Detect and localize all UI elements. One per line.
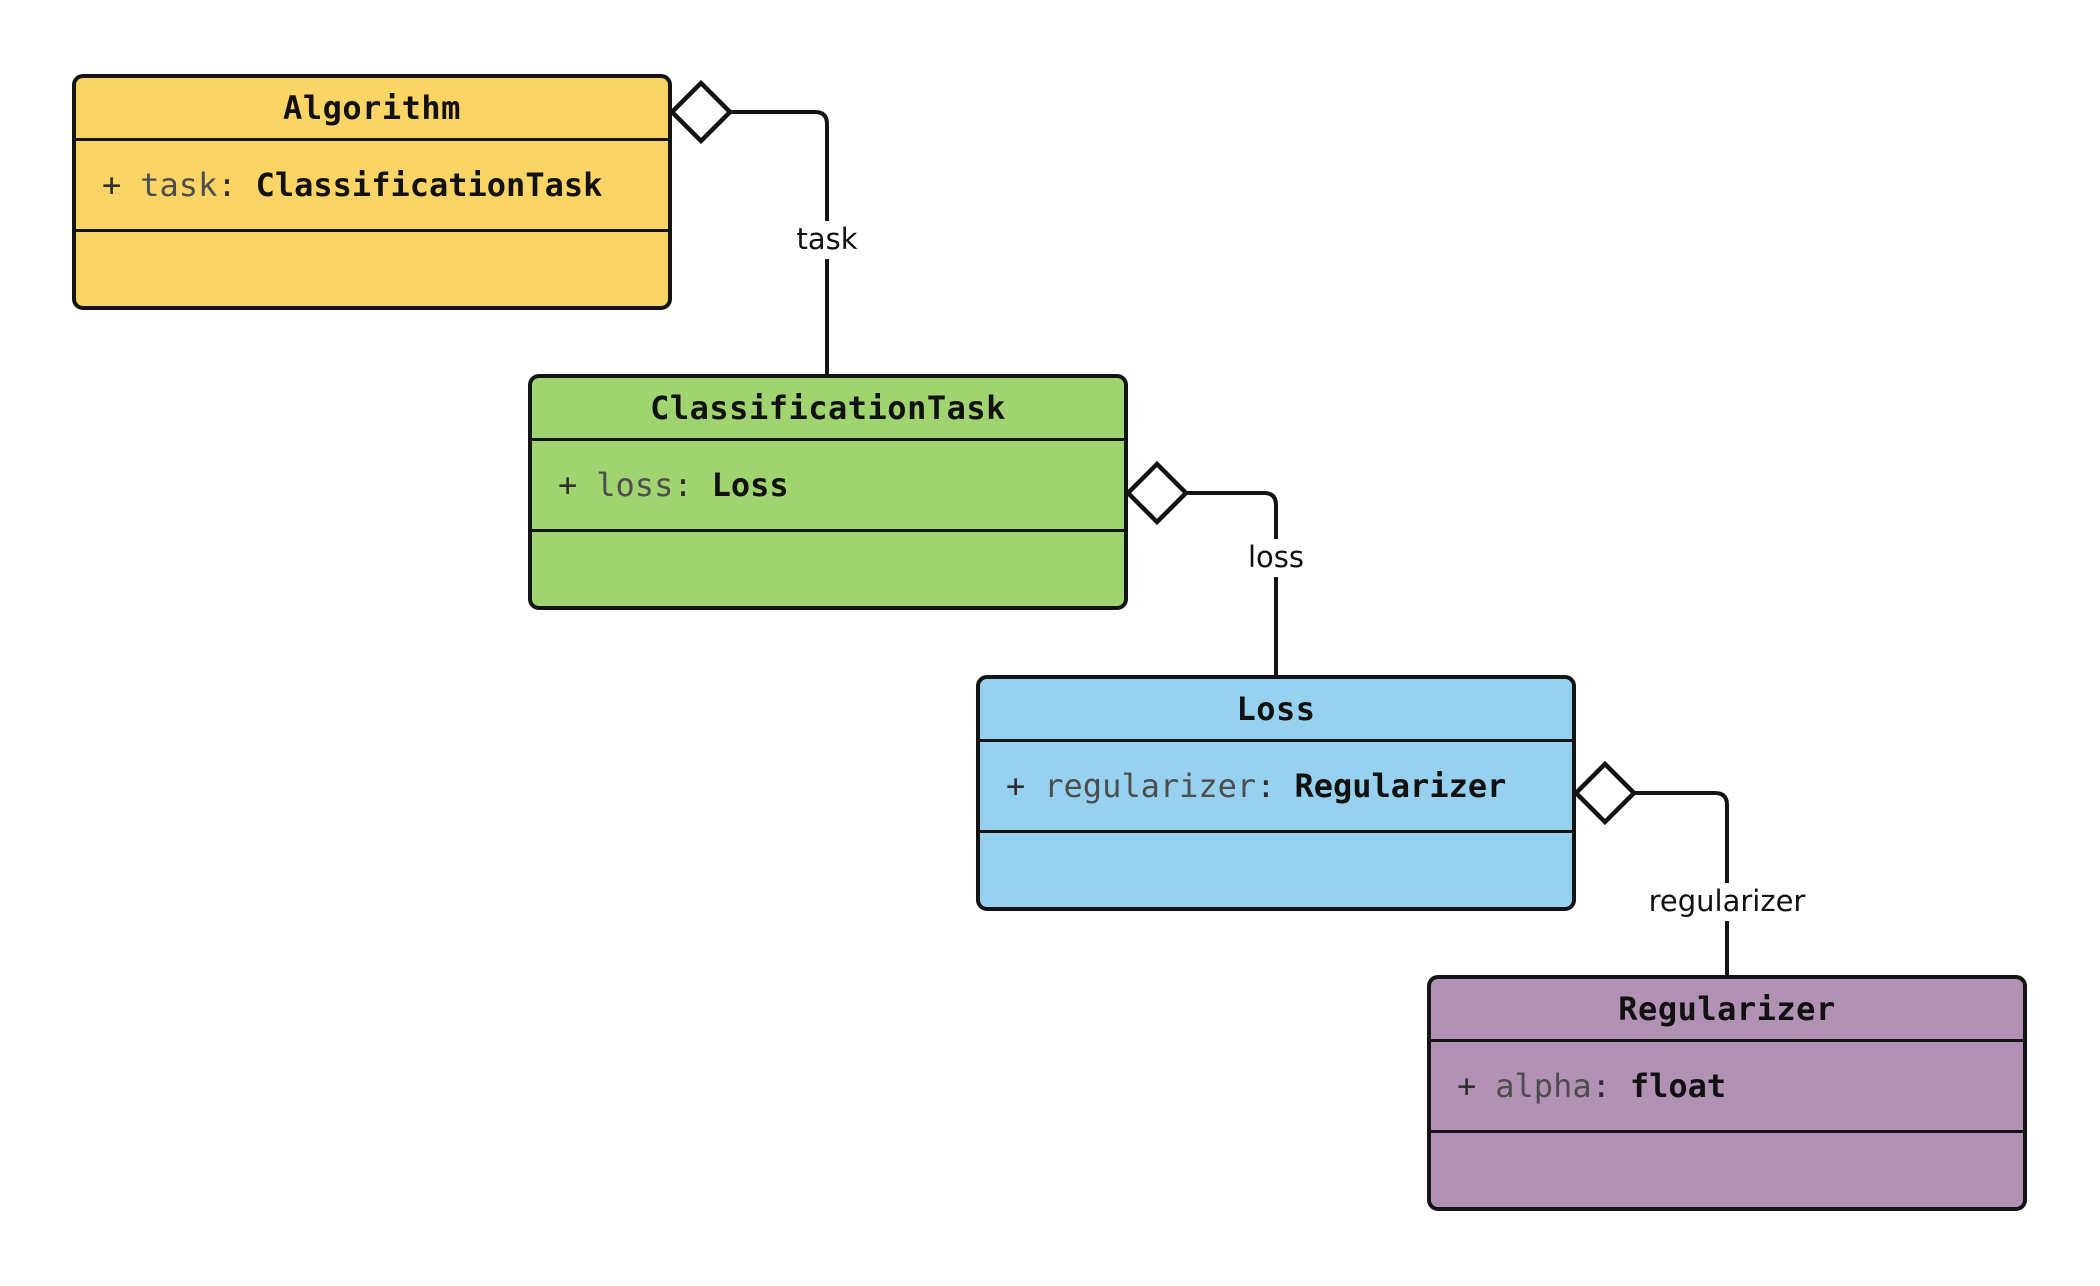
attribute-type: ClassificationTask (255, 165, 603, 204)
attribute-colon: : (217, 165, 237, 204)
aggregation-diamond-icon (1124, 460, 1190, 526)
attribute-name: regularizer (1044, 766, 1257, 805)
attribute-type: Regularizer (1294, 766, 1507, 805)
attribute-name: alpha (1495, 1066, 1592, 1105)
methods-compartment (76, 228, 668, 307)
class-box-classification-task: ClassificationTask + loss: Loss (528, 374, 1128, 610)
class-title: Loss (1236, 689, 1316, 728)
attribute-visibility: + (1006, 766, 1026, 805)
class-title: Algorithm (283, 88, 461, 127)
edge-label-regularizer: regularizer (1641, 883, 1813, 921)
edge-task-line (730, 110, 829, 374)
methods-compartment (532, 528, 1124, 607)
aggregation-diamond-icon (668, 79, 734, 145)
attribute-colon: : (1591, 1066, 1611, 1105)
attribute-visibility: + (102, 165, 122, 204)
methods-compartment (1431, 1129, 2023, 1208)
attribute-visibility: + (558, 465, 578, 504)
class-box-loss: Loss + regularizer: Regularizer (976, 675, 1576, 911)
attribute-name: task (140, 165, 218, 204)
aggregation-diamond-icon (1572, 760, 1638, 826)
attributes-compartment: + loss: Loss (532, 437, 1124, 529)
edge-label-task: task (789, 221, 865, 259)
edge-label-loss: loss (1240, 539, 1312, 577)
attributes-compartment: + alpha: float (1431, 1038, 2023, 1130)
attribute-colon: : (673, 465, 693, 504)
attribute-name: loss (596, 465, 674, 504)
edge-regularizer-line (1634, 791, 1729, 975)
attributes-compartment: + regularizer: Regularizer (980, 738, 1572, 830)
class-title: ClassificationTask (650, 388, 1006, 427)
class-box-regularizer: Regularizer + alpha: float (1427, 975, 2027, 1211)
class-title: Regularizer (1618, 989, 1836, 1028)
attribute-colon: : (1256, 766, 1276, 805)
attribute-type: Loss (711, 465, 789, 504)
class-box-algorithm: Algorithm + task: ClassificationTask (72, 74, 672, 310)
edge-loss-line (1186, 491, 1278, 675)
attribute-type: float (1629, 1066, 1727, 1105)
methods-compartment (980, 829, 1572, 908)
attribute-visibility: + (1457, 1066, 1477, 1105)
attributes-compartment: + task: ClassificationTask (76, 137, 668, 229)
